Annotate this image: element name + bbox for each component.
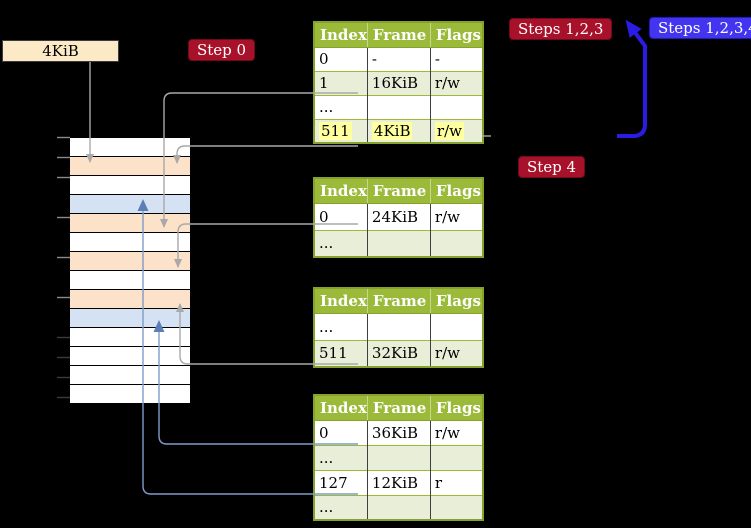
column-header-flags: Flags [430,395,484,421]
table-cell [430,312,484,340]
table-cell [367,94,431,119]
memory-row-free [70,366,190,385]
table-cell: ... [314,94,368,119]
table-cell: - [430,46,484,71]
memory-row-table [70,290,190,309]
memory-row-table [70,157,190,176]
table-cell [367,444,431,470]
memory-row-free [70,385,190,404]
table-row: ... [314,229,484,257]
memory-ticks [57,136,70,399]
table-cell [430,229,484,257]
table-cell: ... [314,494,368,520]
arrow-l4e511-to-l4-frame [173,145,358,164]
memory-row-free [70,233,190,252]
table-cell: 0 [314,202,368,230]
table-cell: 4KiB [367,118,431,143]
column-header-frame: Frame [367,395,431,421]
table-cell: 0 [314,419,368,445]
column-header-frame: Frame [367,22,431,48]
table-cell: 32KiB [367,339,431,367]
column-header-flags: Flags [430,178,484,204]
highlighted-value: 511 [319,121,352,140]
memory-row-free [70,347,190,366]
column-header-index: Index [314,288,368,314]
table-cell: 511 [314,339,368,367]
column-header-flags: Flags [430,22,484,48]
column-header-index: Index [314,178,368,204]
table-row: 0-- [314,46,484,71]
table-cell: 12KiB [367,469,431,495]
table-cell: ... [314,229,368,257]
table-cell: ... [314,312,368,340]
table-row: 511 4KiB r/w [314,118,484,143]
table-cell: r/w [430,118,484,143]
table-cell: r/w [430,202,484,230]
table-cell: ... [314,444,368,470]
table-cell: r/w [430,70,484,95]
memory-row-table [70,214,190,233]
step4-label: Step 4 [518,156,586,178]
table-cell: 24KiB [367,202,431,230]
table-cell [367,494,431,520]
column-header-frame: Frame [367,178,431,204]
table-row: ... [314,312,484,340]
table-cell: - [367,46,431,71]
table-cell [430,494,484,520]
steps-123-label: Steps 1,2,3 [509,18,613,40]
steps-1234-label: Steps 1,2,3,4 [649,17,751,39]
memory-row-free [70,328,190,347]
table-cell: r/w [430,419,484,445]
column-header-index: Index [314,395,368,421]
memory-row-free [70,271,190,290]
highlighted-value: 4KiB [371,121,413,140]
memory-row-free [70,176,190,195]
table-cell: 16KiB [367,70,431,95]
memory-row-page [70,195,190,214]
column-header-frame: Frame [367,288,431,314]
table-cell [430,94,484,119]
table-row: ... [314,444,484,470]
step0-label: Step 0 [188,39,256,61]
memory-row-table [70,252,190,271]
table-cell: r/w [430,339,484,367]
memory-row-page [70,309,190,328]
highlighted-value: r/w [434,121,464,140]
recursive-loop-arrow [617,19,647,138]
table-row: ... [314,94,484,119]
table-cell [367,312,431,340]
table-cell: 127 [314,469,368,495]
table-cell: 0 [314,46,368,71]
column-header-flags: Flags [430,288,484,314]
column-header-index: Index [314,22,368,48]
table-cell [430,444,484,470]
table-cell: 36KiB [367,419,431,445]
physical-memory-strip [70,137,190,404]
table-cell: 511 [314,118,368,143]
table-cell: r [430,469,484,495]
table-row: ... [314,494,484,520]
table-cell [367,229,431,257]
frame-address-box: 4KiB [2,40,119,62]
memory-row-free [70,138,190,157]
table-cell: 1 [314,70,368,95]
